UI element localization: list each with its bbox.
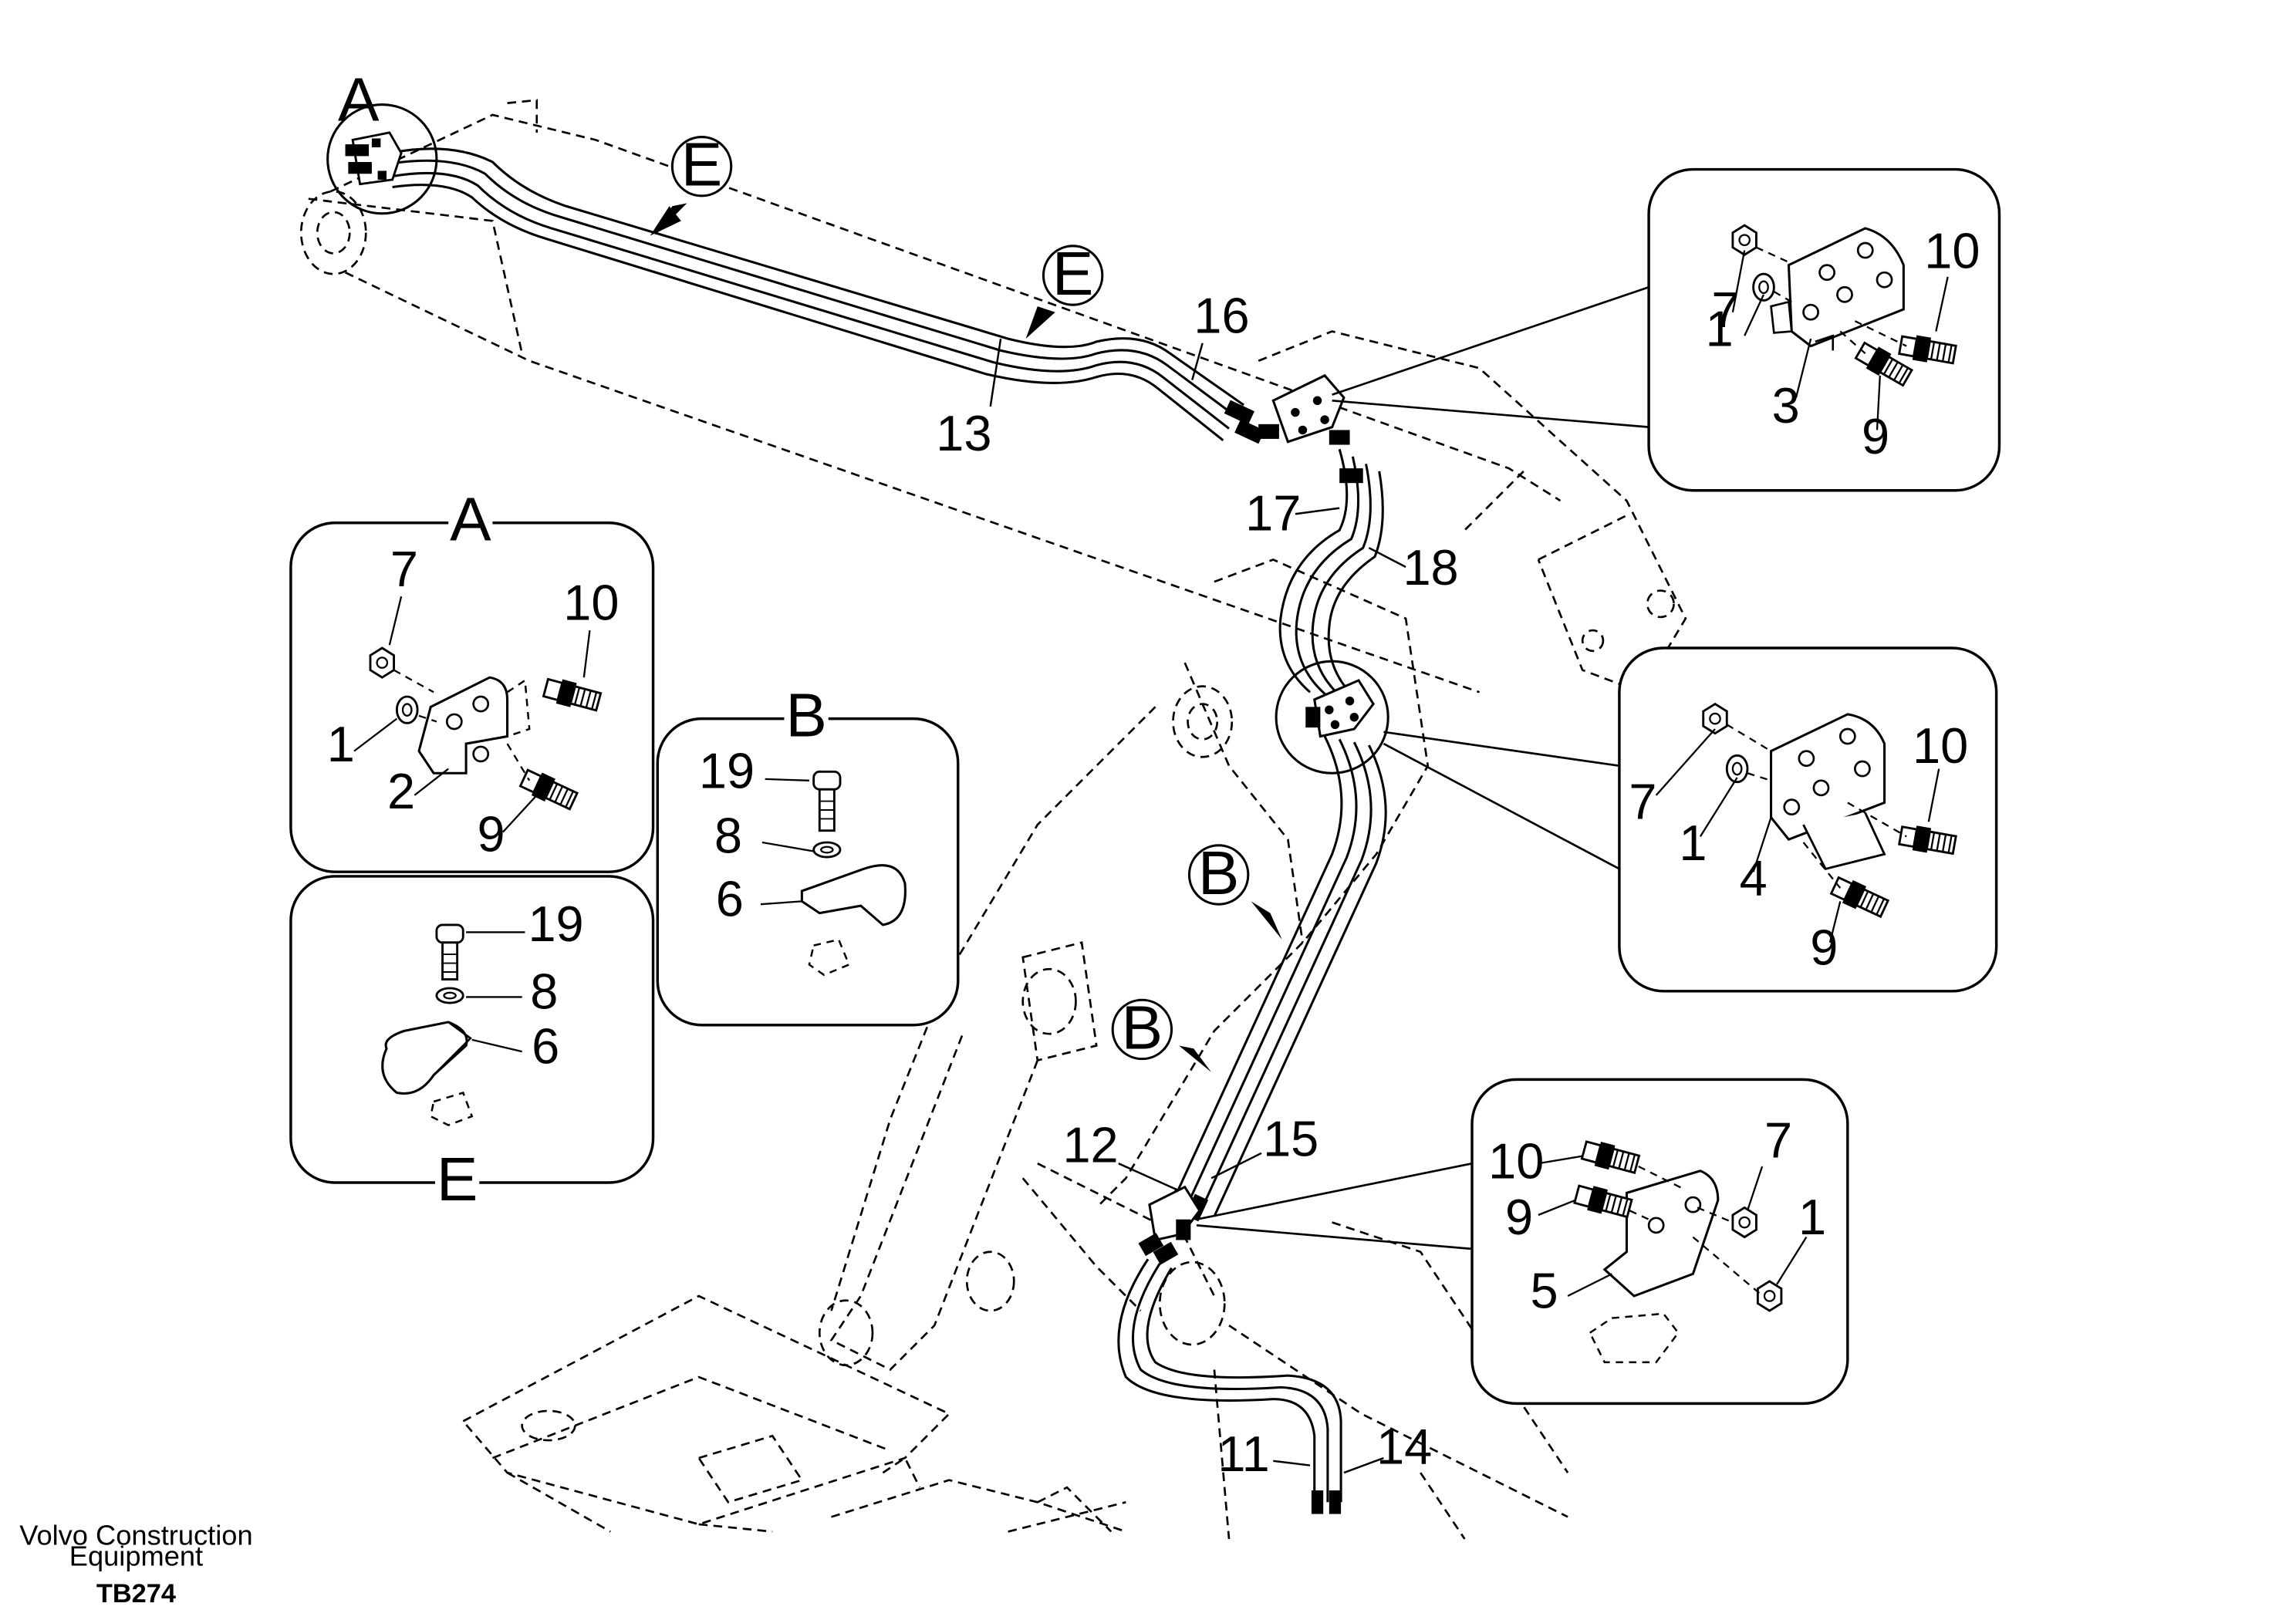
boxe-callout-19: 19	[528, 896, 583, 952]
box3-callout-9: 9	[1862, 408, 1889, 464]
marker-e-lower	[1025, 245, 1104, 339]
box4-callout-4: 4	[1740, 850, 1768, 906]
detail-box-a	[289, 503, 655, 873]
detail-leaders	[1196, 286, 1649, 1250]
box3-callout-3: 3	[1772, 377, 1800, 434]
view-label-a-top: A	[338, 65, 380, 134]
machine-outline	[299, 99, 1687, 1540]
callout-15: 15	[1263, 1111, 1319, 1167]
boxb-callout-8: 8	[714, 807, 742, 863]
box5-callout-10: 10	[1488, 1132, 1544, 1189]
boxb-callout-6: 6	[716, 870, 744, 926]
boxa-callout-10: 10	[563, 575, 619, 631]
view-label-b-box: B	[785, 680, 826, 750]
detail-box-bracket-5	[1470, 1078, 1849, 1406]
view-label-a-box: A	[450, 484, 491, 554]
detail-box-b	[656, 704, 960, 1027]
marker-b-upper-label: B	[1198, 838, 1239, 907]
hose-lines	[381, 147, 1387, 1503]
callout-16: 16	[1194, 287, 1249, 343]
detail-circle-a	[326, 103, 438, 215]
detail-box-e	[289, 875, 655, 1200]
footer-company-line2: Equipment	[69, 1540, 203, 1571]
boxb-callout-19: 19	[699, 742, 755, 798]
footer-company-line1: Volvo Construction	[19, 1520, 252, 1551]
callout-13: 13	[936, 405, 991, 461]
callout-12: 12	[1062, 1116, 1118, 1173]
boxa-callout-7: 7	[390, 541, 418, 597]
box4-callout-9: 9	[1810, 919, 1838, 975]
box4-callout-1: 1	[1679, 815, 1707, 871]
marker-b-upper	[1187, 844, 1282, 940]
marker-e-upper-label: E	[681, 130, 722, 199]
box3-callout-7: 7	[1711, 282, 1739, 338]
callout-leaders	[989, 338, 1406, 1474]
box5-callout-7: 7	[1764, 1112, 1792, 1169]
detail-circle-mid	[1275, 660, 1389, 775]
marker-b-lower-label: B	[1122, 992, 1163, 1061]
box5-callout-1: 1	[1798, 1189, 1826, 1245]
boxa-callout-2: 2	[387, 763, 415, 819]
junction-block-bottom	[1138, 1185, 1201, 1265]
drawing-code: TB274	[96, 1579, 176, 1608]
junction-block-mid	[1305, 679, 1375, 738]
box3-callout-10: 10	[1924, 222, 1980, 278]
box5-callout-9: 9	[1505, 1189, 1533, 1245]
boxe-callout-8: 8	[530, 964, 558, 1020]
box5-callout-5: 5	[1530, 1262, 1558, 1318]
marker-e-lower-label: E	[1052, 238, 1093, 308]
detail-box-bracket-3	[1647, 167, 2001, 492]
box4-callout-7: 7	[1629, 773, 1656, 829]
callout-14: 14	[1376, 1419, 1432, 1475]
box4-callout-10: 10	[1913, 717, 1968, 774]
callout-11: 11	[1217, 1426, 1269, 1482]
view-label-e-box: E	[437, 1144, 478, 1213]
callout-18: 18	[1403, 539, 1458, 596]
boxe-callout-6: 6	[532, 1018, 559, 1074]
detail-box-bracket-4	[1618, 646, 1998, 993]
boxa-callout-1: 1	[327, 716, 355, 772]
junction-block-top	[1258, 373, 1350, 445]
marker-e-upper	[650, 136, 733, 236]
callout-17: 17	[1245, 484, 1301, 541]
box3-callout-1-visible: 1	[1706, 301, 1734, 357]
boxa-callout-9: 9	[477, 805, 505, 862]
